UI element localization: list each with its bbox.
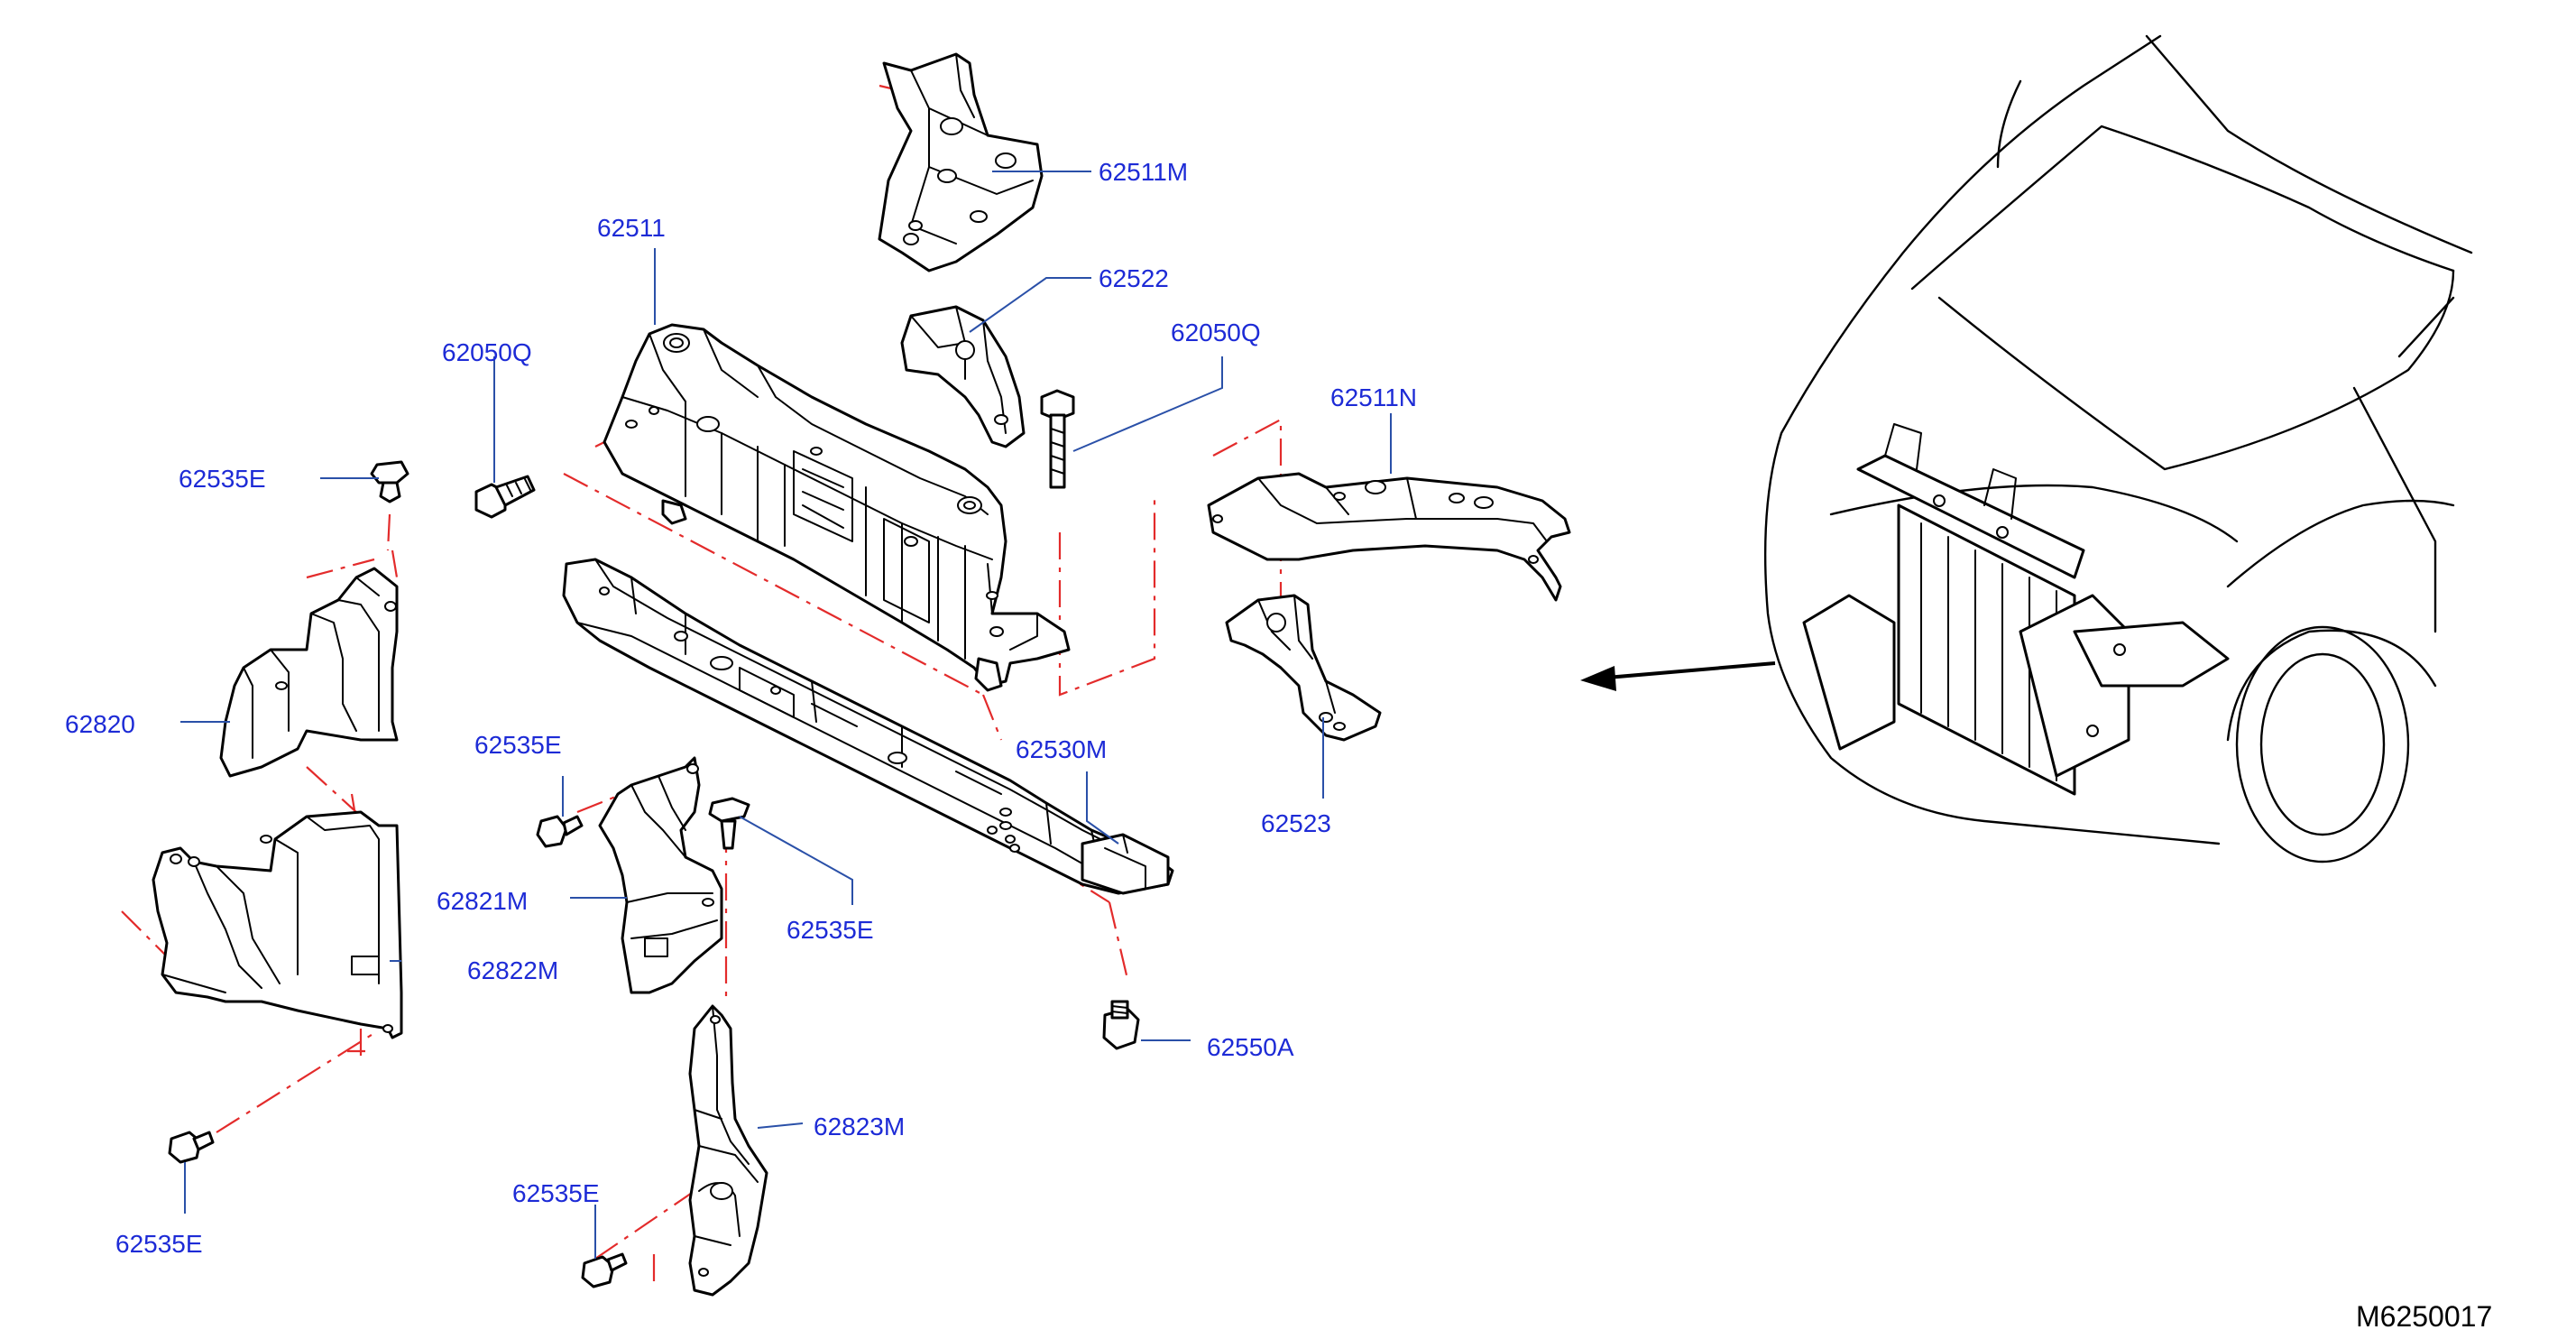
label-62820: 62820: [65, 710, 135, 738]
label-62535E-lower-left: 62535E: [115, 1230, 203, 1258]
label-62050Q-left: 62050Q: [442, 338, 532, 366]
part-62511: [603, 323, 1071, 692]
label-62511N: 62511N: [1330, 383, 1417, 411]
part-62823M: [688, 1004, 768, 1297]
clip-62535E-upper: [370, 460, 409, 503]
label-62535E-upper: 62535E: [179, 465, 266, 493]
label-62550A: 62550A: [1207, 1033, 1294, 1061]
part-62523: [1225, 594, 1382, 742]
label-62523: 62523: [1261, 809, 1331, 837]
part-62522: [900, 305, 1026, 448]
clip-62535E-center: [708, 797, 750, 850]
bolt-62050Q-left: [474, 475, 536, 519]
label-62050Q-right: 62050Q: [1171, 319, 1261, 346]
label-62511: 62511: [597, 214, 666, 242]
bolt-62550A: [1102, 1000, 1140, 1050]
clip-62535E-center-left: [536, 815, 584, 848]
label-62823M: 62823M: [814, 1113, 905, 1140]
part-62820: [219, 567, 399, 778]
part-62530M: [562, 558, 1174, 895]
clip-62535E-lower-center: [581, 1252, 628, 1288]
label-62522: 62522: [1099, 264, 1169, 292]
part-labels: 62511M 62511 62522 62050Q 62050Q 62511N …: [65, 158, 2492, 1333]
part-62511M: [878, 52, 1044, 272]
label-62535E-lower-center: 62535E: [512, 1179, 600, 1207]
diagram-code: M6250017: [2356, 1300, 2492, 1333]
part-62821M: [598, 756, 723, 994]
label-62822M: 62822M: [467, 956, 558, 984]
label-62821M: 62821M: [437, 887, 528, 915]
label-62511M: 62511M: [1099, 158, 1188, 186]
bolt-62050Q-right: [1040, 389, 1075, 489]
label-62535E-center-left: 62535E: [474, 731, 562, 759]
clip-62535E-lower-left: [168, 1131, 215, 1164]
label-62535E-center: 62535E: [787, 916, 874, 944]
car-front-illustration: [1763, 34, 2473, 863]
view-arrow: [1580, 661, 1776, 691]
part-62822M: [152, 810, 403, 1039]
label-62530M: 62530M: [1016, 735, 1107, 763]
part-62511N: [1207, 472, 1571, 602]
leader-lines: [180, 171, 1392, 1259]
